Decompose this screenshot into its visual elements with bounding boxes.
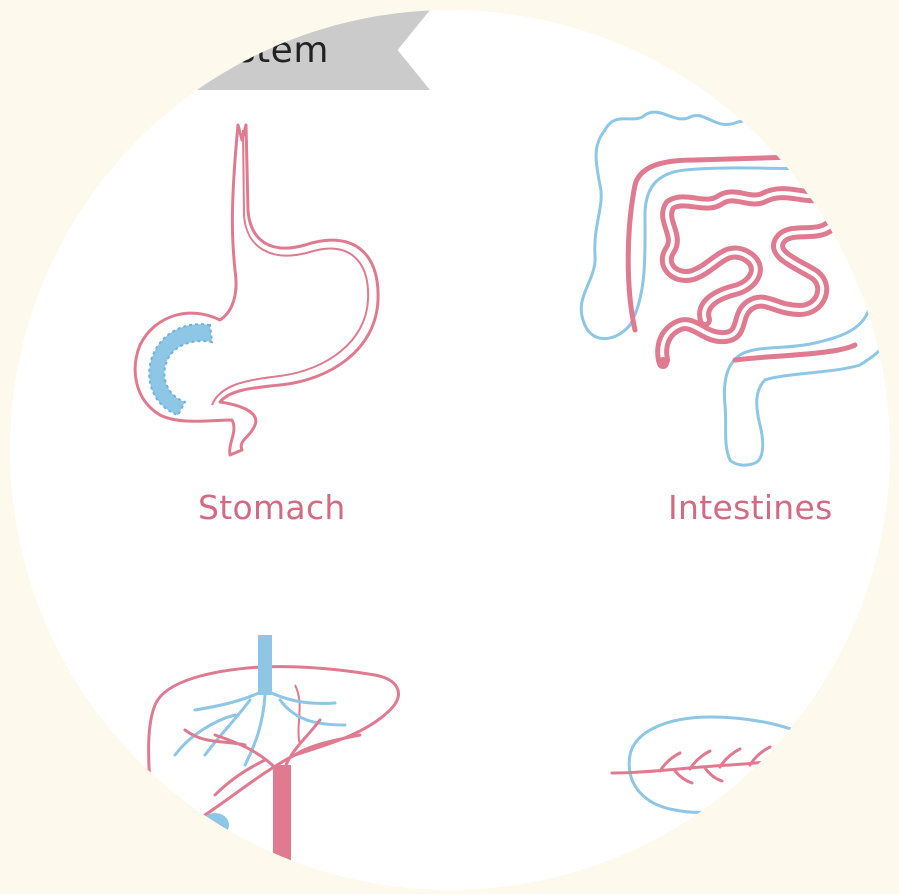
intestines-label: Intestines <box>668 488 833 527</box>
content-disc: ystem Stomach Intestines <box>10 10 890 890</box>
banner-title: ystem <box>215 30 329 71</box>
stomach-icon <box>120 120 390 460</box>
stomach-label: Stomach <box>198 488 346 527</box>
liver-icon <box>145 625 415 865</box>
pancreas-icon <box>600 705 860 835</box>
intestines-icon <box>575 105 890 475</box>
